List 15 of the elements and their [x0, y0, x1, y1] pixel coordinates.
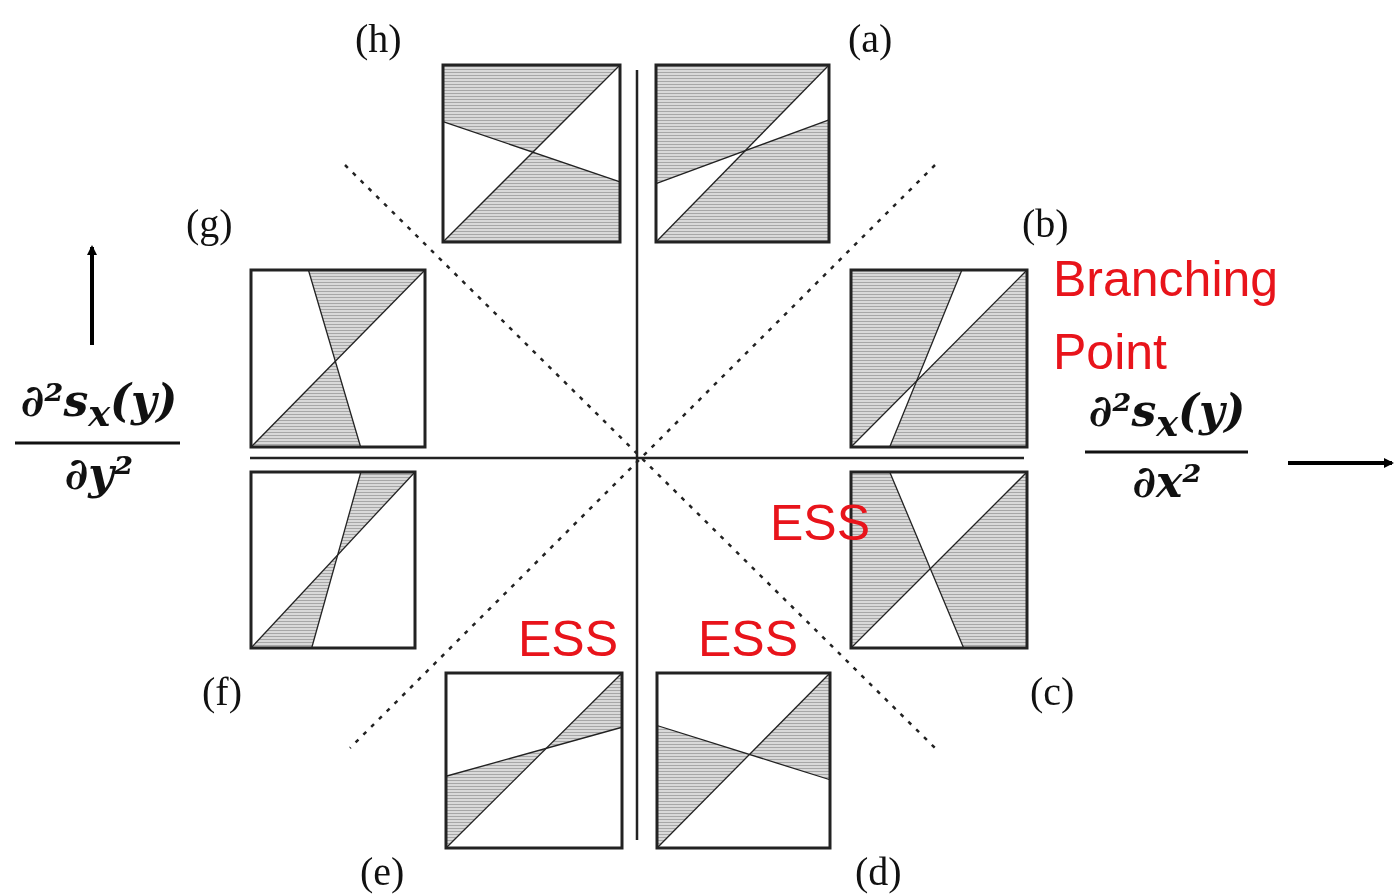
axis-label-numerator: ∂²s$_{x}$(y)	[1087, 385, 1247, 446]
panel-letter: (c)	[1030, 668, 1075, 715]
annotation-text: Branching Point	[1053, 250, 1280, 382]
axis-label-denominator: ∂y²	[63, 448, 135, 501]
panel-letter: (d)	[855, 848, 902, 895]
panel-letter: (a)	[848, 15, 893, 62]
panel-letter: (g)	[186, 200, 233, 247]
panel-letter: (e)	[360, 848, 405, 895]
annotation-text: ESS	[518, 610, 619, 668]
axis-label-numerator: ∂²s$_{x}$(y)	[19, 375, 179, 436]
panel-letter: (b)	[1022, 200, 1069, 247]
panel-letter: (f)	[202, 668, 242, 715]
axis-label-denominator: ∂x²	[1131, 456, 1203, 509]
annotation-text: ESS	[698, 610, 799, 668]
panel-letter: (h)	[355, 15, 402, 62]
